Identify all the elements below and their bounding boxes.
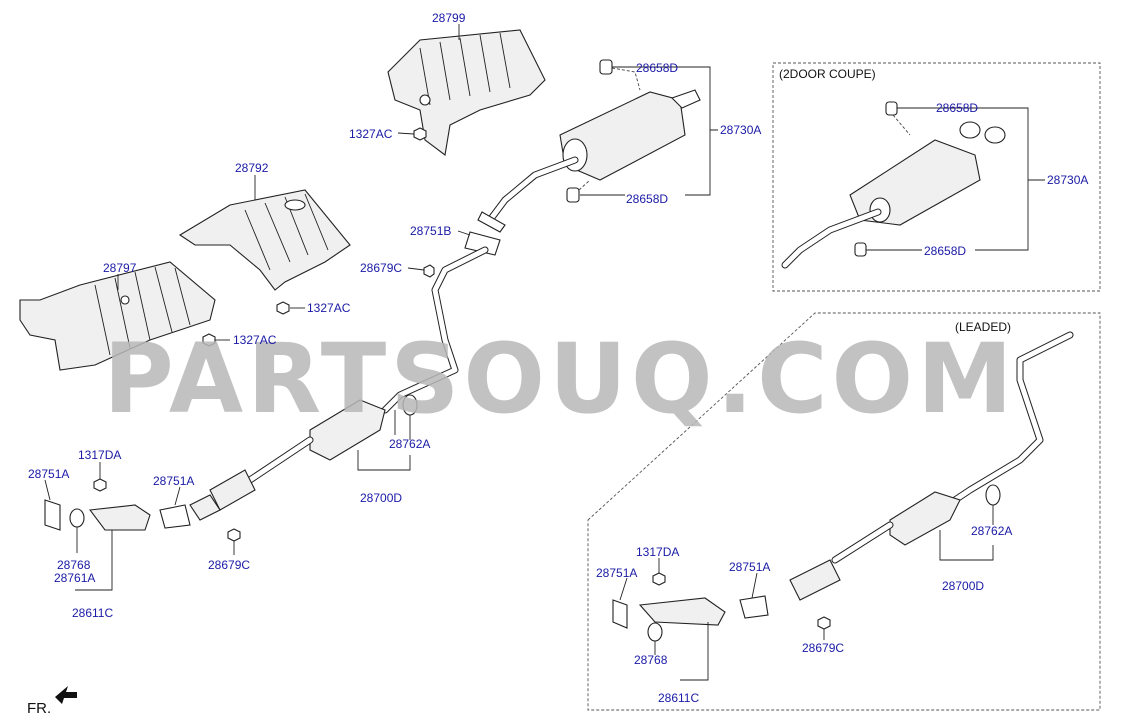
label-1327ac-mid[interactable]: 1327AC <box>307 301 351 315</box>
label-leaded-28751a-left[interactable]: 28751A <box>596 566 637 580</box>
clamp-28679c-bottom[interactable] <box>227 528 241 542</box>
leaded-section-title: (LEADED) <box>955 320 1011 334</box>
front-direction-indicator: FR. <box>27 686 77 717</box>
leaded-section-box <box>587 312 1101 711</box>
label-leaded-1317da[interactable]: 1317DA <box>636 545 679 559</box>
nut-1317da-left[interactable] <box>93 478 107 492</box>
clamp-28679c-top[interactable] <box>423 264 435 278</box>
leaded-nut-1317da[interactable] <box>652 572 666 586</box>
label-28658d-top[interactable]: 28658D <box>636 61 678 75</box>
label-leaded-28611c[interactable]: 28611C <box>658 691 699 705</box>
gasket-28768-left[interactable] <box>69 508 85 528</box>
leaded-front-pipe-28611c[interactable] <box>612 595 769 629</box>
coupe-muffler-28730a[interactable] <box>781 121 1006 269</box>
label-28679c-bottom[interactable]: 28679C <box>208 558 250 572</box>
label-28768[interactable]: 28768 <box>57 558 91 572</box>
center-pipe-28700d[interactable] <box>209 246 489 511</box>
coupe-hanger-28658d-bottom[interactable] <box>854 242 867 257</box>
label-leaded-28700d[interactable]: 28700D <box>942 579 984 593</box>
label-28751b[interactable]: 28751B <box>410 224 451 238</box>
coupe-hanger-28658d-top[interactable] <box>885 101 911 136</box>
heat-protector-28792[interactable] <box>178 189 351 291</box>
label-28761a[interactable]: 28761A <box>54 571 95 585</box>
label-leaded-28762a[interactable]: 28762A <box>971 524 1012 538</box>
coupe-section-box <box>772 62 1101 292</box>
leaded-hanger-28762a[interactable] <box>985 484 1001 506</box>
gasket-28751b[interactable] <box>464 211 506 256</box>
front-direction-label: FR. <box>27 700 51 717</box>
label-28658d-bottom[interactable]: 28658D <box>626 192 668 206</box>
label-28751a-right[interactable]: 28751A <box>153 474 194 488</box>
hanger-28658d-top[interactable] <box>599 59 641 91</box>
watermark: PARTSOUQ.COM <box>103 323 1016 435</box>
front-arrow-icon <box>55 686 77 704</box>
bolt-1327ac-top[interactable] <box>413 127 427 141</box>
label-1317da[interactable]: 1317DA <box>78 448 121 462</box>
heat-protector-28797[interactable] <box>19 261 216 371</box>
label-1327ac-top[interactable]: 1327AC <box>349 127 393 141</box>
label-1327ac-left[interactable]: 1327AC <box>233 333 277 347</box>
coupe-section-title: (2DOOR COUPE) <box>779 67 876 81</box>
bolt-1327ac-mid[interactable] <box>276 301 290 315</box>
main-muffler-28730a[interactable] <box>486 89 701 224</box>
label-28611c[interactable]: 28611C <box>72 606 113 620</box>
label-28762a[interactable]: 28762A <box>389 437 430 451</box>
hanger-28658d-bottom[interactable] <box>566 179 591 203</box>
label-coupe-28730a[interactable]: 28730A <box>1047 173 1088 187</box>
leaded-clamp-28679c[interactable] <box>817 616 831 630</box>
label-28751a-left[interactable]: 28751A <box>28 467 69 481</box>
leaded-gasket-28768[interactable] <box>647 622 663 642</box>
label-28797[interactable]: 28797 <box>103 261 137 275</box>
label-leaded-28768[interactable]: 28768 <box>634 653 668 667</box>
label-coupe-28658d-top[interactable]: 28658D <box>936 101 978 115</box>
front-pipe-28611c[interactable] <box>44 494 221 531</box>
label-leaded-28679c[interactable]: 28679C <box>802 641 844 655</box>
label-leaded-28751a-right[interactable]: 28751A <box>729 560 770 574</box>
label-coupe-28658d-bottom[interactable]: 28658D <box>924 244 966 258</box>
label-28679c-top[interactable]: 28679C <box>360 261 402 275</box>
bolt-1327ac-left[interactable] <box>202 333 216 347</box>
label-28799[interactable]: 28799 <box>432 11 466 25</box>
label-28792[interactable]: 28792 <box>235 161 269 175</box>
leaded-center-pipe-28700d[interactable] <box>789 331 1074 601</box>
label-28730a[interactable]: 28730A <box>720 123 761 137</box>
heat-protector-28799[interactable] <box>387 29 546 156</box>
label-28700d[interactable]: 28700D <box>360 491 402 505</box>
